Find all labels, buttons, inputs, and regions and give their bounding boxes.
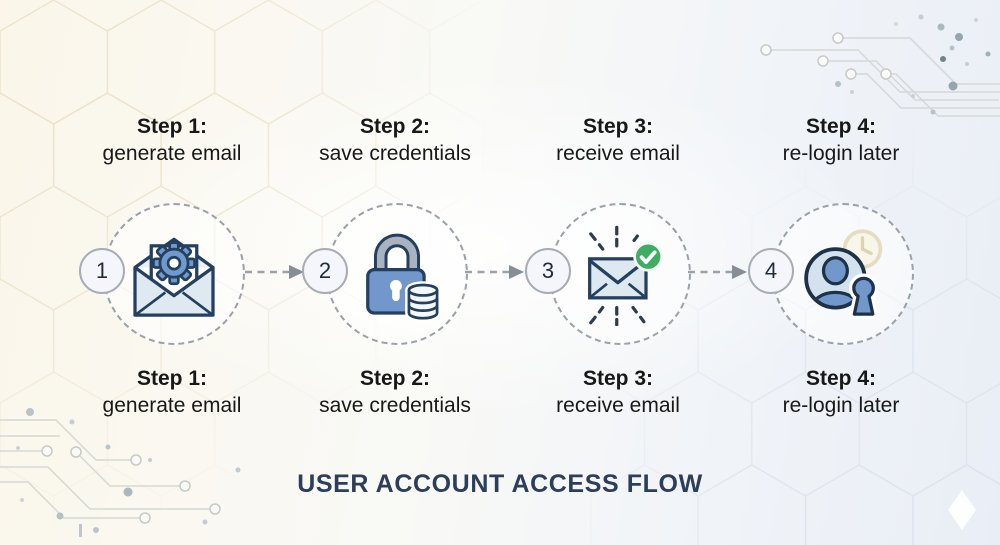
step-1-circle bbox=[103, 203, 245, 345]
keyhole-glyph bbox=[848, 273, 879, 319]
step-3-bottom-label: Step 3: receive email bbox=[507, 365, 729, 419]
check-badge bbox=[633, 241, 664, 272]
step-2-bottom-label: Step 2: save credentials bbox=[284, 365, 506, 419]
envelope-check-icon bbox=[588, 225, 664, 326]
user-keyhole-icon bbox=[804, 229, 883, 319]
step-1-top-label: Step 1: generate email bbox=[61, 113, 283, 167]
burst-lines bbox=[589, 225, 646, 326]
flow-arrow-1 bbox=[245, 265, 304, 279]
step-3-top-label: Step 3: receive email bbox=[507, 113, 729, 167]
step-3-circle bbox=[549, 203, 691, 345]
step-2-title-bottom: Step 2: bbox=[359, 367, 430, 390]
step-1-title: Step 1: bbox=[136, 115, 207, 138]
step-2-title: Step 2: bbox=[359, 115, 430, 138]
step-2-number: 2 bbox=[318, 258, 332, 283]
step-2-description: save credentials bbox=[319, 142, 471, 165]
scatter-dots bbox=[16, 14, 991, 537]
circuit-nodes-top-right bbox=[760, 32, 892, 80]
step-2: Step 2: save credentials 2 Step 2: sa bbox=[284, 113, 506, 433]
step-3-number: 3 bbox=[541, 258, 555, 283]
step-4-top-label: Step 4: re-login later bbox=[730, 113, 952, 167]
step-4-title-bottom: Step 4: bbox=[805, 367, 876, 390]
step-3-description: receive email bbox=[556, 142, 680, 165]
step-3-title: Step 3: bbox=[582, 115, 653, 138]
step-1-title-bottom: Step 1: bbox=[136, 367, 207, 390]
step-2-number-badge: 2 bbox=[302, 248, 348, 294]
diamond-sparkle bbox=[948, 490, 976, 530]
step-1: Step 1: generate email bbox=[61, 113, 283, 433]
step-3-description-bottom: receive email bbox=[556, 394, 680, 417]
step-1-number-badge: 1 bbox=[79, 248, 125, 294]
step-4-number: 4 bbox=[764, 258, 778, 283]
step-2-circle bbox=[326, 203, 468, 345]
step-1-bottom-label: Step 1: generate email bbox=[61, 365, 283, 419]
step-3-number-badge: 3 bbox=[525, 248, 571, 294]
page-title: USER ACCOUNT ACCESS FLOW bbox=[297, 470, 703, 498]
step-1-number: 1 bbox=[95, 258, 109, 283]
circuit-traces-bottom-left bbox=[0, 419, 210, 519]
circuit-nodes-bottom-left bbox=[41, 445, 221, 524]
flow-arrow-3 bbox=[688, 265, 747, 279]
database-glyph bbox=[405, 281, 441, 322]
step-1-description: generate email bbox=[102, 142, 242, 165]
step-3-title-bottom: Step 3: bbox=[582, 367, 653, 390]
step-4-bottom-label: Step 4: re-login later bbox=[730, 365, 952, 419]
flow-arrow-2 bbox=[465, 265, 524, 279]
envelope-gear-icon bbox=[133, 237, 215, 317]
step-4-title: Step 4: bbox=[805, 115, 876, 138]
step-2-top-label: Step 2: save credentials bbox=[284, 113, 506, 167]
step-1-description-bottom: generate email bbox=[102, 394, 242, 417]
step-2-description-bottom: save credentials bbox=[319, 394, 471, 417]
step-4-description-bottom: re-login later bbox=[782, 394, 900, 417]
step-4-circle bbox=[772, 203, 914, 345]
lock-database-icon bbox=[366, 233, 441, 322]
step-4-description: re-login later bbox=[782, 142, 900, 165]
step-4: Step 4: re-login later bbox=[730, 113, 952, 433]
gear-glyph bbox=[152, 241, 196, 286]
step-4-number-badge: 4 bbox=[748, 248, 794, 294]
step-3: Step 3: receive email bbox=[507, 113, 729, 433]
